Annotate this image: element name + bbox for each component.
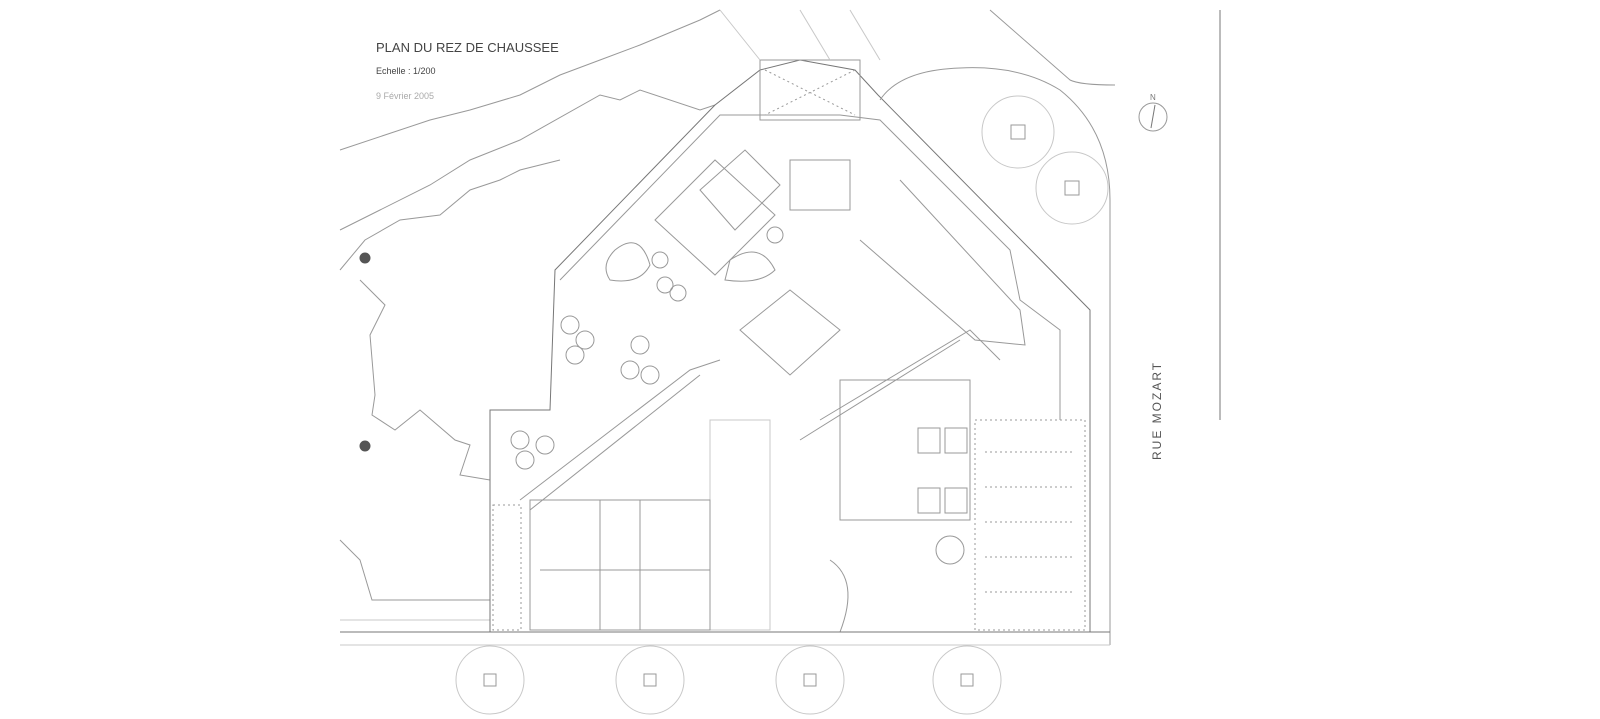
central-passage <box>709 419 771 631</box>
survey-marker <box>359 252 371 264</box>
road-curve-top <box>989 9 1116 86</box>
lift <box>944 427 968 454</box>
courtyard-edge <box>519 359 721 501</box>
north-arrow-icon <box>1138 102 1168 132</box>
hall-edge <box>859 179 1026 346</box>
wing-diagonal <box>819 329 1001 421</box>
courtyard-edge-2 <box>529 374 701 511</box>
stair-lift-block <box>839 379 971 521</box>
survey-marker <box>359 440 371 452</box>
plan-scale: Echelle : 1/200 <box>376 66 436 76</box>
room <box>699 149 781 231</box>
parking-area <box>974 419 1086 631</box>
neighbour-outline-4 <box>359 279 491 481</box>
inner-wing <box>559 114 1061 420</box>
line <box>849 9 881 61</box>
neighbour-outline <box>339 9 721 151</box>
line <box>764 69 856 116</box>
line <box>719 9 761 61</box>
neighbour-outline-5 <box>339 539 490 601</box>
ramp-circle <box>935 535 965 565</box>
street-name-label: RUE MOZART <box>1150 360 1164 460</box>
wing-diagonal-2 <box>799 339 961 441</box>
plan-date: 9 Février 2005 <box>376 91 435 101</box>
neighbour-outline-2 <box>339 89 716 231</box>
building-outline <box>489 59 1091 633</box>
room <box>739 289 841 376</box>
road-curve <box>879 67 1111 645</box>
north-label: N <box>1150 93 1156 102</box>
room <box>654 159 776 276</box>
lift <box>917 427 941 454</box>
stair-block <box>759 59 861 121</box>
office-block <box>529 499 711 631</box>
lift <box>944 487 968 514</box>
lift <box>917 487 941 514</box>
neighbour-outline-3 <box>339 159 561 271</box>
trees <box>510 226 784 470</box>
north-arrow-needle <box>1150 104 1156 129</box>
curved-wall <box>829 559 849 633</box>
sanitary-block <box>789 159 851 211</box>
line <box>799 9 831 61</box>
stair <box>492 504 522 631</box>
street-trees <box>455 95 1109 715</box>
plan-title: PLAN DU REZ DE CHAUSSEE <box>376 40 559 55</box>
